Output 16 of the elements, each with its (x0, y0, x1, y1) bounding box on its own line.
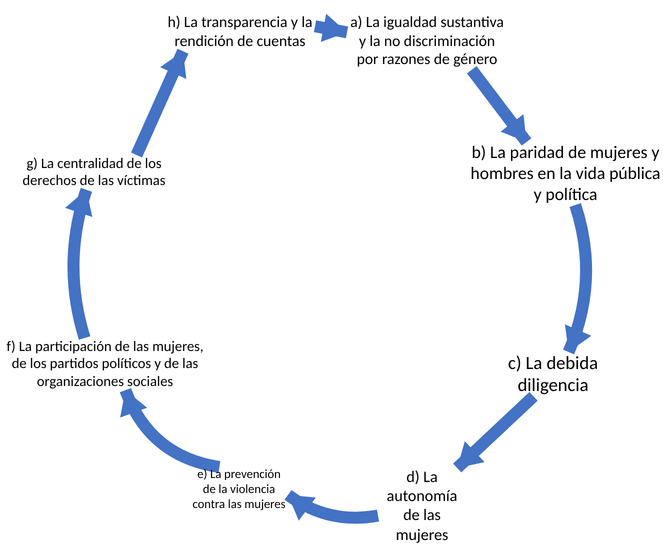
principle-text: c) La debida diligencia (488, 352, 618, 396)
block-arrow (284, 490, 379, 524)
block-arrow (131, 48, 188, 158)
block-arrow (120, 388, 220, 473)
block-arrow (314, 14, 348, 42)
block-arrow (66, 188, 94, 340)
principle-text: a) La igualdad sustantiva y la no discriminación por razones de género (347, 14, 507, 70)
block-arrow (467, 66, 532, 146)
principle-text: d) La autonomía de las mujeres (378, 468, 466, 545)
principle-text: e) La prevención de la violencia contra las mujeres (190, 467, 288, 512)
block-arrow (453, 392, 538, 472)
principle-text: b) La paridad de mujeres y hombres en la vida pública y política (468, 142, 663, 205)
principle-text: h) La transparencia y la rendición de cuentas (165, 14, 315, 52)
block-arrow (563, 203, 592, 354)
principle-text: g) La centralidad de los derechos de las víctimas (18, 155, 170, 190)
principle-text: f) La participación de las mujeres, de los partidos políticos y de las organizaciones sociales (3, 338, 207, 390)
